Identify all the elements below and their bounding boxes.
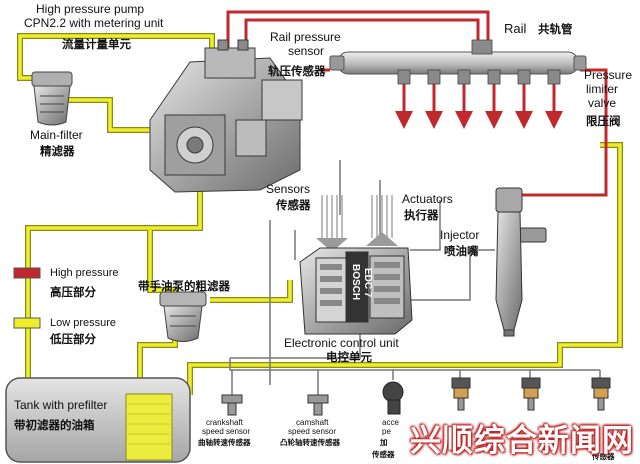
plv-label-2: limiter	[586, 82, 618, 96]
legend-swatch-high-pressure	[13, 267, 41, 279]
plv-label-1: Pressure	[584, 68, 633, 82]
camshaft-label-cn: 凸轮轴转速传感器	[280, 438, 340, 447]
legend-low-pressure-en: Low pressure	[50, 317, 117, 329]
accelerator-sensor-part	[382, 381, 404, 415]
tank-label-cn: 带初滤器的油箱	[14, 418, 95, 432]
legend-high-pressure-cn: 高压部分	[50, 285, 96, 299]
camshaft-label-2: speed sensor	[288, 427, 337, 436]
accel-label-2: pe	[382, 427, 391, 436]
legend-high-pressure-en: High pressure	[50, 267, 119, 279]
low-pressure-lines-fill	[18, 34, 622, 412]
camshaft-label-1: camshaft	[296, 418, 329, 427]
sensor-arrow-head	[316, 238, 348, 252]
sensors-label: Sensors	[266, 182, 311, 196]
crankshaft-label-cn: 曲轴转速传感器	[198, 438, 251, 447]
fuel-tank	[5, 377, 191, 463]
crankshaft-label-1: crankshaft	[206, 418, 243, 427]
accel-label-cn1: 加	[380, 438, 388, 447]
actuator-arrows	[371, 195, 393, 238]
injector-label: Injector	[440, 228, 480, 242]
main-filter-label-cn: 精滤器	[40, 144, 75, 158]
ecu-brand-edc7: EDC 7	[362, 268, 373, 298]
main-filter	[31, 71, 73, 126]
actuator-arrow-head	[366, 232, 398, 246]
rail-label-cn: 共轨管	[538, 22, 573, 36]
temperature-sensor-part-1	[451, 377, 471, 411]
legend-swatch-low-pressure	[13, 317, 41, 329]
actuators-label-cn: 执行器	[404, 208, 439, 222]
accel-label-1: acce	[382, 418, 399, 427]
sensor-label-cn-extra: 传感器	[592, 452, 615, 461]
accel-label-cn2: 传感器	[372, 450, 395, 459]
sensor-arrows	[321, 195, 343, 240]
high-pressure-lines	[226, 10, 608, 197]
temperature-sensor-part-2	[521, 377, 541, 411]
high-pressure-pump	[149, 39, 303, 193]
hp-pump-label-cn: 流量计量单元	[62, 37, 131, 51]
rail-outlet-lines	[395, 82, 563, 129]
rail-sensor-label-1: Rail pressure	[270, 30, 341, 44]
sensors-label-cn: 传感器	[276, 198, 311, 212]
watermark-text: 兴顺综合新闻网	[410, 423, 634, 459]
actuators-label: Actuators	[402, 192, 453, 206]
ecu-label: Electronic control unit	[284, 336, 399, 350]
common-rail	[329, 39, 587, 85]
crankshaft-sensor-part	[221, 394, 243, 416]
ecu-label-cn: 电控单元	[326, 350, 372, 364]
signal-wires	[229, 160, 601, 395]
camshaft-sensor-part	[307, 394, 329, 416]
ecu-brand-bosch: BOSCH	[350, 264, 361, 301]
tank-label: Tank with prefilter	[14, 398, 108, 412]
hp-pump-label-2: CPN2.2 with metering unit	[24, 16, 164, 30]
injector	[495, 187, 547, 337]
rail-sensor-label-cn: 轨压传感器	[268, 64, 326, 78]
plv-label-cn: 限压阀	[586, 114, 621, 128]
rail-sensor-label-2: sensor	[288, 44, 325, 58]
temperature-sensor-part-3	[591, 377, 611, 411]
prefilter-label-cn: 带手油泵的粗滤器	[138, 279, 230, 293]
main-filter-label: Main-filter	[30, 128, 83, 142]
pre-filter-hand-pump	[159, 291, 207, 342]
low-pressure-lines	[17, 33, 623, 413]
injector-label-cn: 喷油嘴	[444, 244, 479, 258]
plv-label-3: valve	[588, 96, 617, 110]
rail-label: Rail	[504, 21, 527, 36]
hp-pump-label-1: High pressure pump	[36, 2, 145, 16]
crankshaft-label-2: speed sensor	[202, 427, 251, 436]
legend-low-pressure-cn: 低压部分	[50, 332, 96, 346]
ecu-box	[299, 247, 413, 335]
